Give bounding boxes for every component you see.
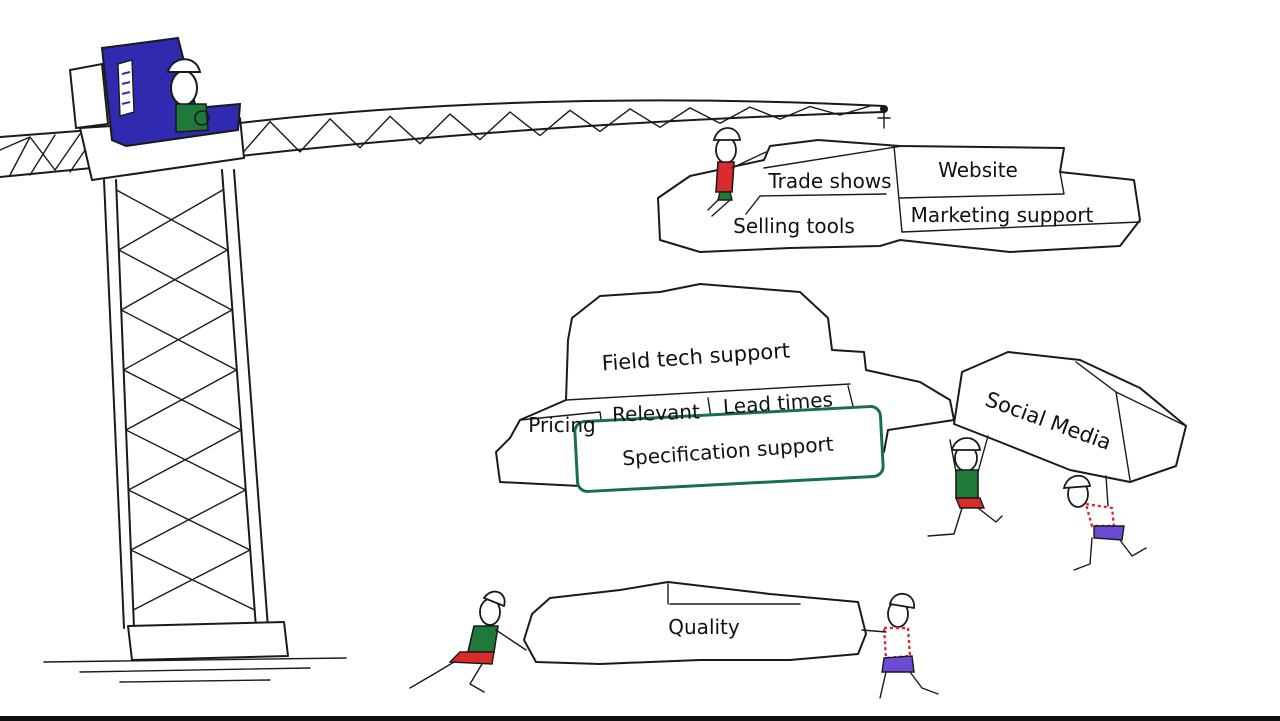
relevant-label: Relevant [612, 399, 701, 426]
crane-tower [103, 169, 269, 629]
top-stone-group: Trade shows Website Selling tools Market… [657, 139, 1141, 253]
social-media-stone: Social Media [953, 351, 1187, 483]
crane-operator-icon [166, 58, 210, 133]
trade-shows-label: Trade shows [767, 169, 891, 193]
crane-left-boom [0, 129, 93, 178]
specification-support-block [573, 405, 885, 493]
crane-base [127, 621, 289, 661]
crane-jib [239, 99, 885, 157]
selling-tools-label: Selling tools [733, 214, 855, 238]
quality-label: Quality [668, 615, 740, 639]
worker-icon [1062, 474, 1147, 571]
bottom-border [0, 716, 1280, 721]
worker-icon [861, 593, 939, 699]
worker-icon [927, 435, 1003, 537]
pricing-label: Pricing [528, 413, 595, 437]
marketing-support-label: Marketing support [911, 203, 1094, 227]
middle-stone-group: Field tech support Pricing Relevant Lead… [495, 283, 955, 493]
worker-icon [409, 590, 527, 693]
worker-icon [707, 127, 767, 217]
website-label: Website [938, 158, 1018, 182]
quality-stone: Quality [523, 581, 867, 665]
hook-icon [877, 105, 891, 129]
crane-icon [0, 36, 891, 683]
